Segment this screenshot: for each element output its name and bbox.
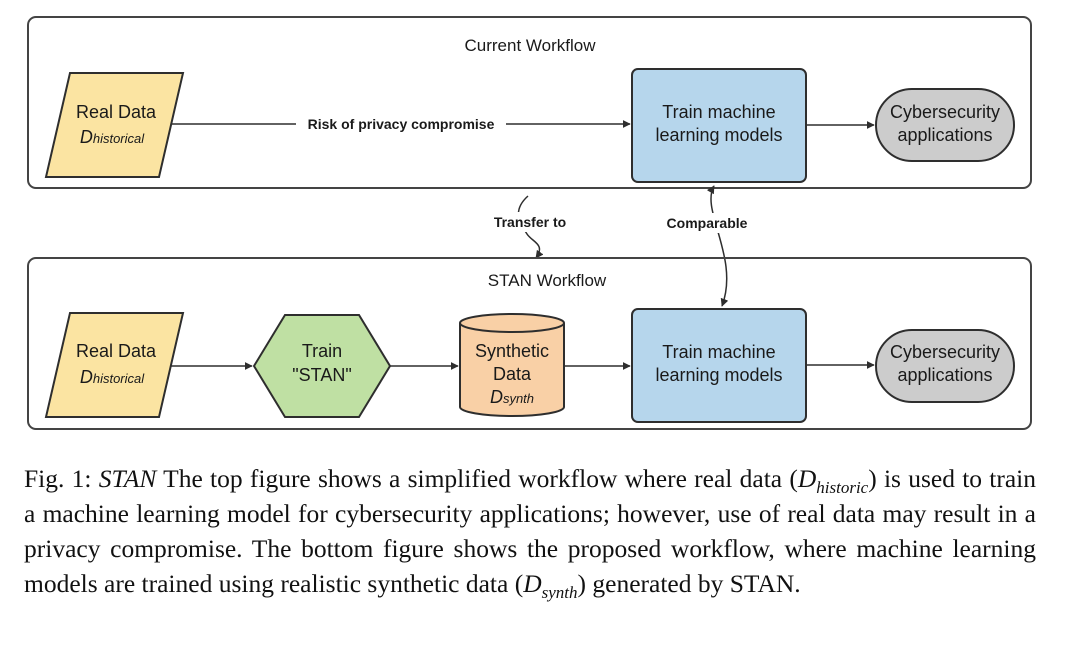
caption-text-1: The top figure shows a simplified workfl… — [156, 464, 798, 493]
current-workflow-frame — [27, 16, 1032, 189]
caption-name: STAN — [98, 464, 157, 493]
caption-subscript-historic: historic — [816, 478, 869, 498]
train-models-line1-top: Train machine — [662, 102, 775, 122]
cybersecurity-app-line2-bottom: applications — [897, 365, 992, 385]
figure-caption: Fig. 1: STAN The top figure shows a simp… — [24, 461, 1036, 601]
real-data-symbol-bottom: Dhistorical — [80, 367, 145, 387]
caption-text-3: ) generated by STAN. — [577, 569, 801, 598]
train-stan-line2: "STAN" — [292, 365, 351, 385]
train-models-line1-bottom: Train machine — [662, 342, 775, 362]
stan-workflow-frame — [27, 257, 1032, 430]
synthetic-data-line1: Synthetic — [475, 341, 549, 361]
comparable-label-background — [656, 213, 758, 233]
edge-label-privacy-risk: Risk of privacy compromise — [308, 116, 495, 132]
real-data-label-top: Real Data — [76, 102, 157, 122]
real-data-symbol-top: Dhistorical — [80, 127, 145, 147]
caption-symbol-historic: D — [797, 464, 817, 493]
synthetic-data-symbol: Dsynth — [490, 387, 534, 407]
edge-label-background — [296, 114, 506, 134]
caption-symbol-synth: D — [523, 569, 542, 598]
train-models-line2-bottom: learning models — [655, 365, 782, 385]
cybersecurity-app-node-bottom — [875, 329, 1015, 403]
comparable-label: Comparable — [667, 215, 748, 231]
train-models-line2-top: learning models — [655, 125, 782, 145]
synthetic-data-line2: Data — [493, 364, 532, 384]
real-data-node-top — [44, 72, 185, 178]
transfer-label-background — [484, 212, 576, 232]
cybersecurity-app-node-top — [875, 88, 1015, 162]
current-workflow-title: Current Workflow — [465, 36, 597, 55]
edge-comparable — [706, 185, 729, 307]
real-data-node-bottom — [44, 312, 185, 418]
caption-subscript-synth: synth — [541, 583, 578, 603]
cybersecurity-app-line2-top: applications — [897, 125, 992, 145]
train-stan-line1: Train — [302, 341, 342, 361]
transfer-to-label: Transfer to — [494, 214, 566, 230]
cybersecurity-app-line1-bottom: Cybersecurity — [890, 342, 1000, 362]
workflow-diagram: Current Workflow Real Data Dhistorical R… — [27, 16, 1032, 430]
caption-text-2: ) is used to train a machine learning mo… — [24, 464, 1037, 598]
real-data-label-bottom: Real Data — [76, 341, 157, 361]
edge-transfer-to — [517, 195, 544, 259]
stan-workflow-title: STAN Workflow — [488, 271, 607, 290]
caption-label: Fig. 1: — [24, 464, 92, 493]
synthetic-data-node — [459, 313, 565, 417]
cybersecurity-app-line1-top: Cybersecurity — [890, 102, 1000, 122]
